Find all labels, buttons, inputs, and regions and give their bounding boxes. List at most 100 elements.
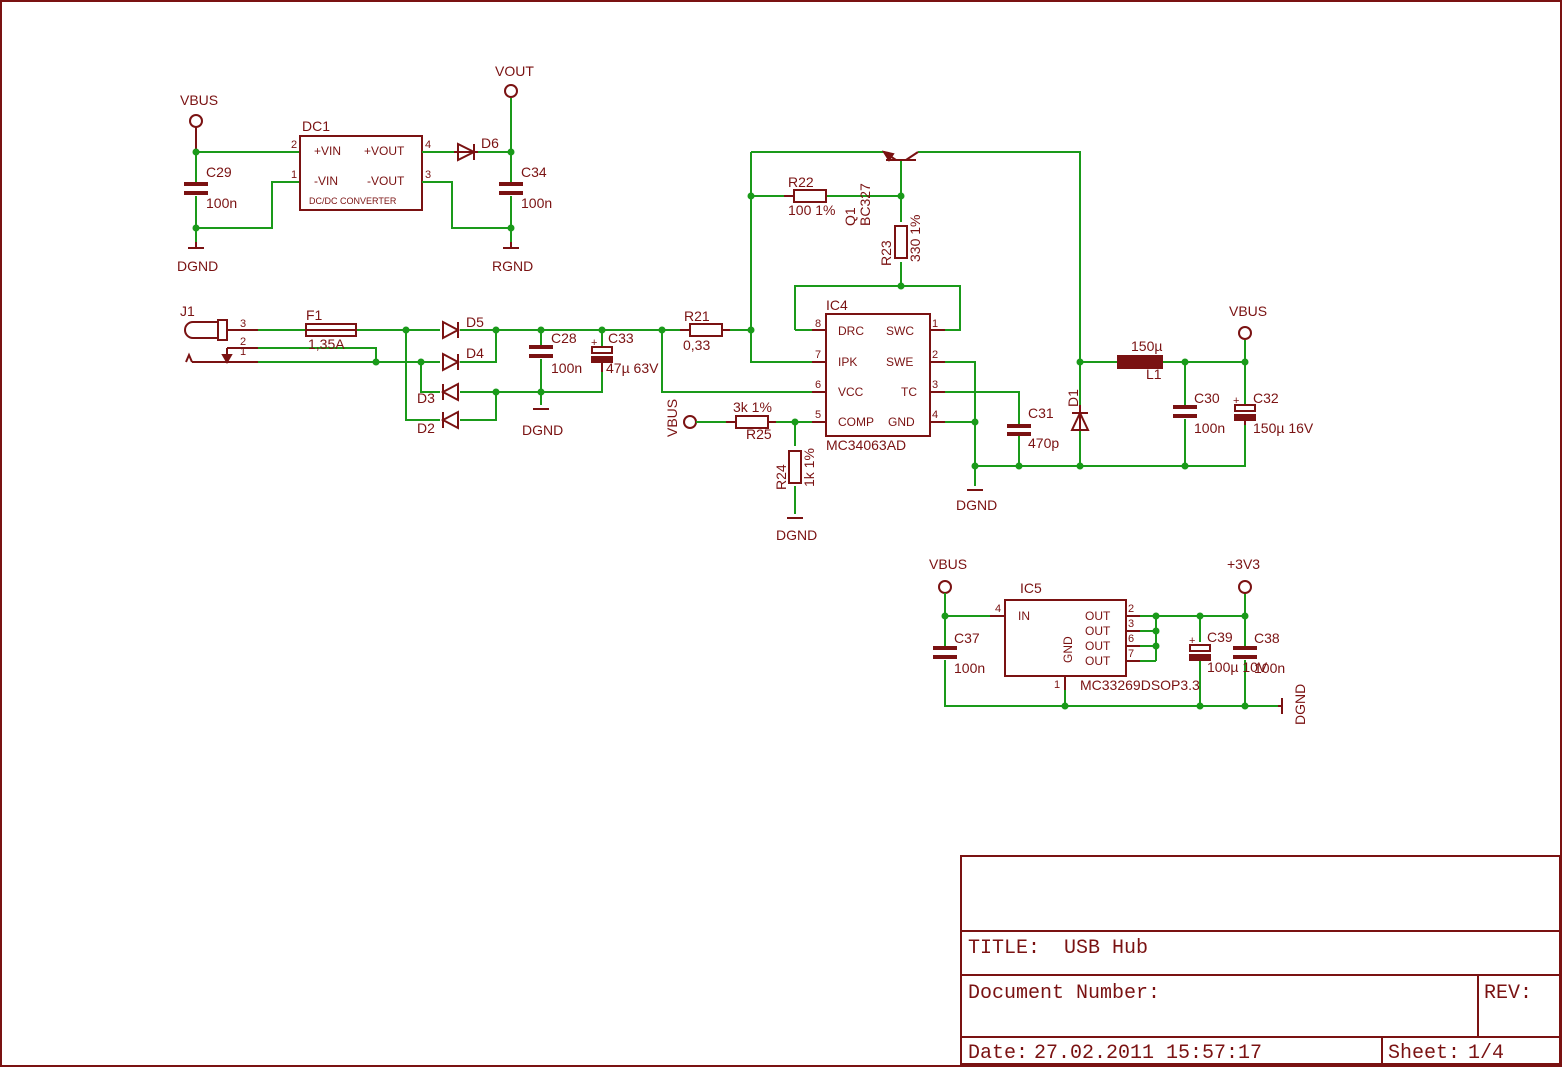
ic4-pin-name: COMP — [838, 415, 874, 429]
c39-value: 100µ 10V — [1207, 659, 1268, 675]
ic4-pin-number: 2 — [932, 349, 938, 361]
net-label-dgnd-2: DGND — [522, 422, 563, 438]
diode-d2: D2 — [417, 410, 459, 436]
ic5-pin-number: 1 — [1054, 679, 1060, 691]
title-block: TITLE: USB Hub Document Number: REV: Dat… — [960, 855, 1561, 1065]
supply-symbol-3v3: +3V3 — [1227, 556, 1260, 594]
resistor-r23: R23 330 1% — [878, 215, 923, 266]
ic4-pin-name: SWC — [886, 324, 914, 338]
ground-symbol-dgnd-4: DGND — [956, 489, 997, 513]
ic5-ref: IC5 — [1020, 580, 1042, 596]
ic5-regulator: IC5 MC33269DSOP3.3 IN GND OUT OUT OUT OU… — [990, 580, 1200, 693]
connector-j1: J1 3 2 1 — [180, 303, 258, 365]
net-label-dgnd-1: DGND — [177, 258, 218, 274]
ground-symbol-dgnd-1: DGND — [177, 242, 218, 274]
wire — [975, 425, 1246, 467]
l1-ref: L1 — [1146, 366, 1162, 382]
resistor-r22: R22 100 1% — [784, 174, 835, 218]
resistor-r24: R24 1k 1% — [773, 448, 817, 490]
r22-value: 100 1% — [788, 202, 835, 218]
dc1-pin-vin-plus: +VIN — [314, 144, 341, 158]
r22-ref: R22 — [788, 174, 814, 190]
rev-label: REV: — [1484, 982, 1532, 1005]
inductor-l1: 150µ L1 — [1117, 338, 1163, 382]
r25-value: 3k 1% — [733, 399, 772, 415]
ic5-section: VBUS C37 100n — [929, 556, 1308, 725]
ic4-pin-name: VCC — [838, 385, 864, 399]
c31-value: 470p — [1028, 435, 1059, 451]
j1-pin-number: 3 — [240, 318, 246, 330]
c28-ref: C28 — [551, 330, 577, 346]
ic4-pin-number: 4 — [932, 409, 938, 421]
wire — [420, 362, 440, 393]
ic4-mc34063: IC4 MC34063AD DRC IPK VCC COMP SWC SWE T… — [812, 297, 945, 453]
ic5-pin-out: OUT — [1085, 624, 1111, 638]
mc34063-section: Q1 BC327 R22 100 1% R23 330 1% IC4 — [664, 150, 1314, 543]
wire — [460, 330, 497, 363]
date-value: 27.02.2011 15:57:17 — [1034, 1042, 1262, 1065]
vbus-supply-symbol-4: VBUS — [929, 556, 967, 594]
ground-symbol-dgnd-3: DGND — [776, 517, 817, 543]
dc1-pin-number: 3 — [425, 169, 431, 181]
ic5-name: MC33269DSOP3.3 — [1080, 677, 1200, 693]
d3-ref: D3 — [417, 390, 435, 406]
d4-ref: D4 — [466, 345, 484, 361]
r23-value: 330 1% — [907, 215, 923, 262]
capacitor-c31: C31 470p — [1007, 405, 1059, 451]
r21-value: 0,33 — [683, 337, 710, 353]
ic5-pin-number: 4 — [995, 603, 1001, 615]
j1-ref: J1 — [180, 303, 195, 319]
wire — [258, 347, 377, 362]
sheet-value: 1/4 — [1468, 1042, 1504, 1065]
ic5-pin-in: IN — [1018, 609, 1030, 623]
ic4-pin-name: SWE — [886, 355, 913, 369]
resistor-r21: R21 0,33 — [680, 308, 730, 353]
diode-d1: D1 — [1065, 389, 1090, 431]
vbus-supply-symbol-2: VBUS — [664, 399, 697, 437]
vout-supply-symbol: VOUT — [495, 63, 534, 98]
ic4-pin-number: 3 — [932, 379, 938, 391]
wire — [405, 330, 440, 421]
ground-symbol-dgnd-5: DGND — [1278, 684, 1308, 725]
capacitor-c34: C34 100n — [499, 164, 552, 211]
r23-ref: R23 — [878, 240, 894, 266]
dc1-pin-vin-minus: -VIN — [314, 174, 338, 188]
net-label-vbus-4: VBUS — [929, 556, 967, 572]
title-value: USB Hub — [1064, 937, 1148, 960]
c28-value: 100n — [551, 360, 582, 376]
c39-polarity: + — [1189, 635, 1195, 647]
c37-value: 100n — [954, 660, 985, 676]
c33-polarity: + — [591, 337, 597, 349]
diode-d5: D5 — [442, 314, 484, 340]
l1-value: 150µ — [1131, 338, 1162, 354]
dc1-pin-vout-plus: +VOUT — [364, 144, 405, 158]
r25-ref: R25 — [746, 426, 772, 442]
ground-symbol-rgnd: RGND — [492, 242, 533, 274]
wire — [196, 181, 300, 229]
ic4-pin-name: TC — [901, 385, 917, 399]
d5-ref: D5 — [466, 314, 484, 330]
wire — [460, 372, 603, 393]
c32-polarity: + — [1233, 395, 1239, 407]
ic4-pin-name: DRC — [838, 324, 864, 338]
wire — [794, 285, 961, 331]
c30-value: 100n — [1194, 420, 1225, 436]
capacitor-c28: C28 100n — [529, 330, 582, 376]
wire — [944, 660, 1278, 707]
resistor-r25: 3k 1% R25 — [726, 399, 776, 442]
r24-ref: R24 — [773, 464, 789, 490]
dc-dc-converter-dc1: DC1 +VIN -VIN +VOUT -VOUT DC/DC CONVERTE… — [291, 118, 431, 211]
q1-ref: Q1 — [842, 207, 858, 226]
c34-value: 100n — [521, 195, 552, 211]
fuse-f1: F1 1,35A — [305, 307, 357, 352]
d6-ref: D6 — [481, 135, 499, 151]
q1-value: BC327 — [857, 183, 873, 226]
net-label-rgnd: RGND — [492, 258, 533, 274]
ic4-pin-number: 5 — [815, 409, 821, 421]
diode-d3: D3 — [417, 382, 459, 406]
ic5-pin-out: OUT — [1085, 654, 1111, 668]
ic4-pin-number: 1 — [932, 318, 938, 330]
capacitor-c30: C30 100n — [1173, 390, 1225, 436]
capacitor-c37: C37 100n — [933, 630, 985, 676]
